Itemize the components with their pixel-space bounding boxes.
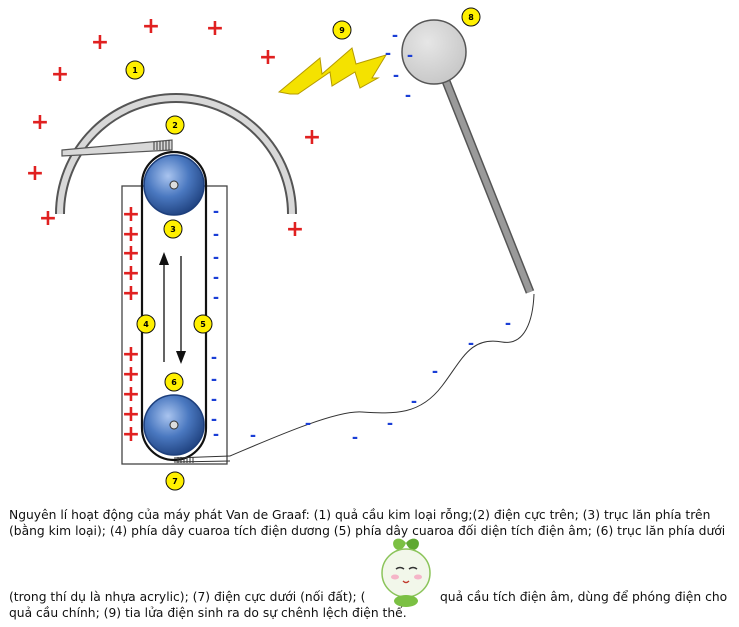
negative-charge: - [213, 289, 219, 307]
positive-charge: + [286, 217, 304, 242]
lower-roller [143, 394, 205, 456]
negative-charge: - [393, 67, 399, 85]
svg-text:8: 8 [468, 13, 474, 22]
positive-charge: + [122, 261, 140, 286]
marker-1: 1 [125, 60, 145, 80]
negative-charge: - [213, 426, 219, 444]
negative-charges: ----------------------- [211, 27, 511, 447]
lower-electrode [173, 455, 231, 463]
positive-charge: + [39, 206, 57, 231]
negative-charge: - [411, 393, 417, 411]
negative-charge: - [211, 411, 217, 429]
negative-charge: - [468, 335, 474, 353]
negative-charge: - [211, 391, 217, 409]
caption-line-3: quả cầu chính; (9) tia lửa điện sinh ra … [9, 606, 407, 620]
caption-line-2: (trong thí dụ là nhựa acrylic); (7) điện… [9, 590, 366, 604]
belt-up-arrow [159, 252, 169, 362]
negative-charge: - [213, 203, 219, 221]
marker-9: 9 [332, 20, 352, 40]
positive-charges: ++++++++++++++++++++ [26, 14, 321, 447]
negative-charge: - [250, 427, 256, 445]
positive-charge: + [122, 342, 140, 367]
positive-charge: + [122, 402, 140, 427]
marker-2: 2 [165, 115, 185, 135]
upper-electrode [61, 139, 173, 157]
positive-charge: + [142, 14, 160, 39]
mascot-emoticon [381, 538, 431, 607]
marker-5: 5 [193, 314, 213, 334]
negative-charge: - [385, 45, 391, 63]
positive-charge: + [31, 110, 49, 135]
conveyor-belt [140, 150, 208, 462]
svg-text:5: 5 [200, 320, 206, 329]
negative-charge: - [211, 349, 217, 367]
negative-charge: - [405, 87, 411, 105]
positive-charge: + [303, 125, 321, 150]
svg-text:2: 2 [172, 121, 178, 130]
upper-roller [143, 154, 205, 216]
negative-charge: - [505, 315, 511, 333]
marker-6: 6 [164, 372, 184, 392]
positive-charge: + [206, 16, 224, 41]
negative-charge: - [305, 415, 311, 433]
marker-4: 4 [136, 314, 156, 334]
positive-charge: + [122, 382, 140, 407]
negative-charge: - [213, 226, 219, 244]
negative-charge: - [432, 363, 438, 381]
belt-down-arrow [176, 256, 186, 364]
van-de-graaf-diagram: ++++++++++++++++++++ -------------------… [26, 7, 535, 491]
positive-charge: + [122, 281, 140, 306]
negative-charge: - [352, 429, 358, 447]
svg-text:4: 4 [143, 320, 149, 329]
positive-charge: + [91, 30, 109, 55]
marker-3: 3 [163, 219, 183, 239]
caption-line-2-continued: quả cầu tích điện âm, dùng để phóng điện… [440, 590, 728, 604]
positive-charge: + [122, 362, 140, 387]
svg-text:3: 3 [170, 225, 176, 234]
positive-charge: + [122, 241, 140, 266]
negative-charge: - [213, 269, 219, 287]
marker-8: 8 [461, 7, 481, 27]
svg-text:7: 7 [172, 477, 178, 486]
negative-charge: - [387, 415, 393, 433]
ground-wire [229, 293, 535, 457]
positive-charge: + [51, 62, 69, 87]
negative-charge: - [407, 47, 413, 65]
svg-text:1: 1 [132, 66, 138, 75]
negative-charge: - [392, 27, 398, 45]
positive-charge: + [122, 422, 140, 447]
positive-charge: + [122, 222, 140, 247]
svg-text:6: 6 [171, 378, 177, 387]
negative-charge: - [213, 249, 219, 267]
positive-charge: + [122, 202, 140, 227]
hollow-metal-sphere [55, 93, 297, 215]
svg-text:9: 9 [339, 26, 345, 35]
positive-charge: + [259, 45, 277, 70]
negative-charge: - [211, 371, 217, 389]
caption-paragraph: Nguyên lí hoạt động của máy phát Van de … [9, 508, 726, 538]
small-discharge-sphere [401, 19, 467, 85]
electric-spark [277, 47, 388, 95]
discharge-rod [435, 64, 535, 294]
marker-7: 7 [165, 471, 185, 491]
positive-charge: + [26, 161, 44, 186]
